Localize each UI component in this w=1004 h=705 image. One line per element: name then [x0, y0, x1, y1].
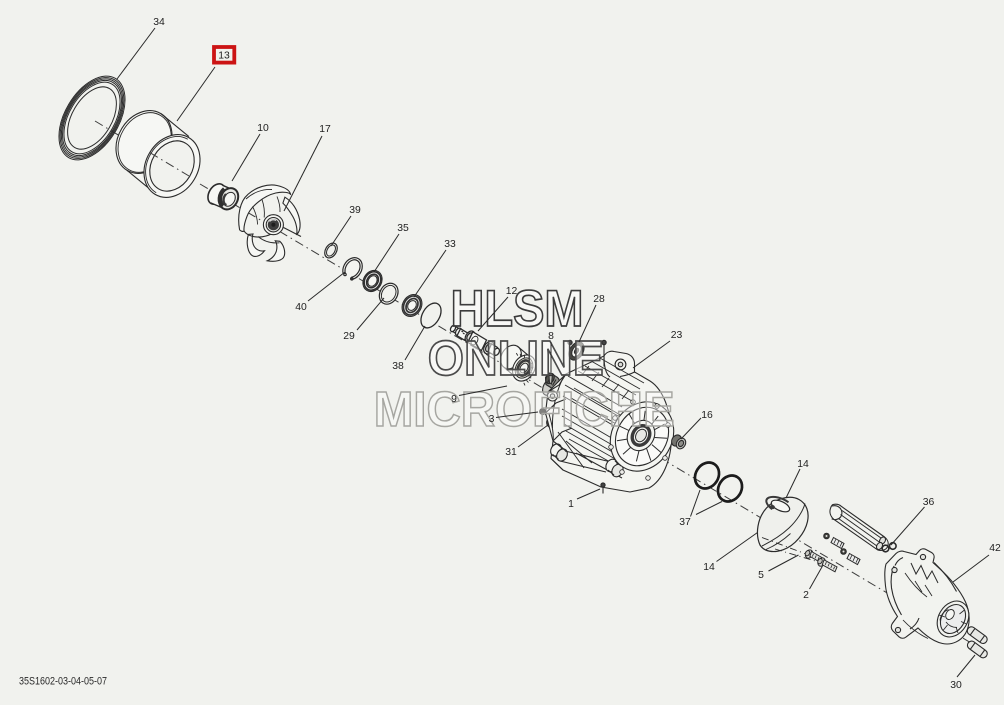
svg-text:35: 35 — [397, 223, 409, 234]
svg-text:9: 9 — [451, 394, 457, 405]
svg-text:23: 23 — [671, 330, 683, 341]
svg-text:ONLINE: ONLINE — [428, 331, 604, 386]
svg-text:28: 28 — [593, 294, 605, 305]
svg-text:13: 13 — [218, 51, 230, 62]
svg-text:16: 16 — [701, 410, 713, 421]
svg-text:30: 30 — [950, 680, 962, 691]
svg-text:29: 29 — [343, 331, 355, 342]
svg-text:MICROFICHE: MICROFICHE — [374, 382, 675, 437]
svg-text:37: 37 — [679, 517, 691, 528]
svg-text:34: 34 — [153, 17, 165, 28]
svg-text:33: 33 — [444, 239, 456, 250]
svg-text:14: 14 — [797, 459, 809, 470]
svg-text:38: 38 — [392, 361, 404, 372]
svg-text:8: 8 — [548, 331, 554, 342]
svg-text:12: 12 — [506, 286, 518, 297]
svg-text:5: 5 — [758, 570, 764, 581]
svg-text:40: 40 — [295, 302, 307, 313]
svg-text:3: 3 — [489, 414, 495, 425]
svg-text:HLSM: HLSM — [451, 279, 584, 337]
svg-text:14: 14 — [703, 562, 715, 573]
svg-text:1: 1 — [568, 499, 574, 510]
svg-text:36: 36 — [923, 497, 935, 508]
svg-text:17: 17 — [319, 124, 331, 135]
svg-text:35S1602-03-04-05-07: 35S1602-03-04-05-07 — [19, 676, 107, 688]
svg-text:10: 10 — [257, 123, 269, 134]
svg-text:2: 2 — [803, 590, 809, 601]
svg-text:31: 31 — [505, 447, 517, 458]
svg-text:42: 42 — [989, 543, 1001, 554]
svg-text:39: 39 — [349, 205, 361, 216]
